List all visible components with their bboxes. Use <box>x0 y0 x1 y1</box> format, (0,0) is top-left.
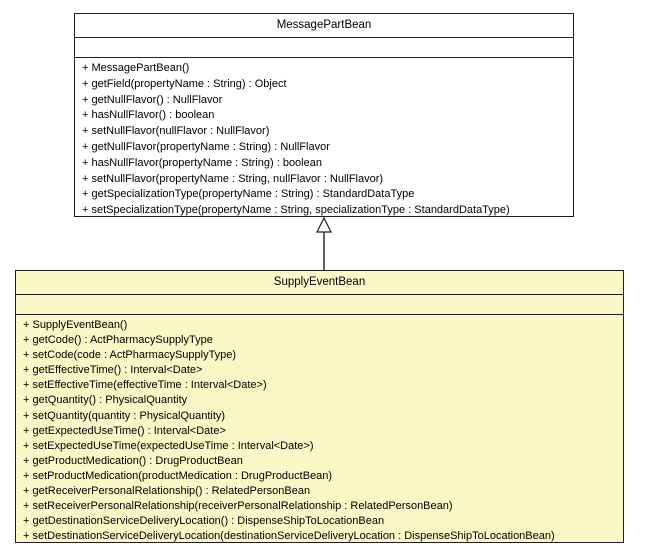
method-row: + setReceiverPersonalRelationship(receiv… <box>23 500 453 513</box>
method-row: + getEffectiveTime() : Interval<Date> <box>23 364 203 377</box>
method-row: + SupplyEventBean() <box>23 319 128 331</box>
attributes-compartment-empty <box>75 38 573 58</box>
method-row: + getQuantity() : PhysicalQuantity <box>23 394 188 407</box>
method-row: + setNullFlavor(nullFlavor : NullFlavor) <box>82 125 270 138</box>
class-box-supplyeventbean[interactable]: SupplyEventBean + SupplyEventBean() + ge… <box>15 270 624 543</box>
method-row: + MessagePartBean() <box>82 62 190 74</box>
method-row: + getExpectedUseTime() : Interval<Date> <box>23 424 226 437</box>
method-row: + setProductMedication(productMedication… <box>23 469 333 482</box>
method-row: + setDestinationServiceDeliveryLocation(… <box>23 530 555 543</box>
method-row: + getDestinationServiceDeliveryLocation(… <box>23 515 385 528</box>
method-row: + getField(propertyName : String) : Obje… <box>82 77 287 90</box>
class-name-messagepartbean[interactable]: MessagePartBean <box>75 14 573 38</box>
method-row: + getSpecializationType(propertyName : S… <box>82 188 415 201</box>
method-row: + getProductMedication() : DrugProductBe… <box>23 454 243 467</box>
methods-compartment: + MessagePartBean() + getField(propertyN… <box>75 58 573 219</box>
method-row: + setCode(code : ActPharmacySupplyType) <box>23 349 237 362</box>
method-row: + getReceiverPersonalRelationship() : Re… <box>23 485 311 498</box>
method-row: + setNullFlavor(propertyName : String, n… <box>82 172 384 185</box>
generalization-arrow <box>316 217 332 270</box>
method-row: + setSpecializationType(propertyName : S… <box>82 204 510 217</box>
attributes-compartment-empty <box>16 295 623 315</box>
method-row: + getCode() : ActPharmacySupplyType <box>23 334 213 347</box>
method-row: + getNullFlavor() : NullFlavor <box>82 93 223 106</box>
method-row: + hasNullFlavor() : boolean <box>82 109 215 122</box>
methods-compartment: + SupplyEventBean() + getCode() : ActPha… <box>16 315 623 544</box>
class-box-messagepartbean[interactable]: MessagePartBean + MessagePartBean() + ge… <box>74 13 574 217</box>
method-row: + setExpectedUseTime(expectedUseTime : I… <box>23 439 314 452</box>
method-row: + getNullFlavor(propertyName : String) :… <box>82 140 330 153</box>
method-row: + setQuantity(quantity : PhysicalQuantit… <box>23 409 226 422</box>
method-row: + setEffectiveTime(effectiveTime : Inter… <box>23 379 267 392</box>
class-name-supplyeventbean[interactable]: SupplyEventBean <box>16 271 623 295</box>
method-row: + hasNullFlavor(propertyName : String) :… <box>82 156 322 169</box>
